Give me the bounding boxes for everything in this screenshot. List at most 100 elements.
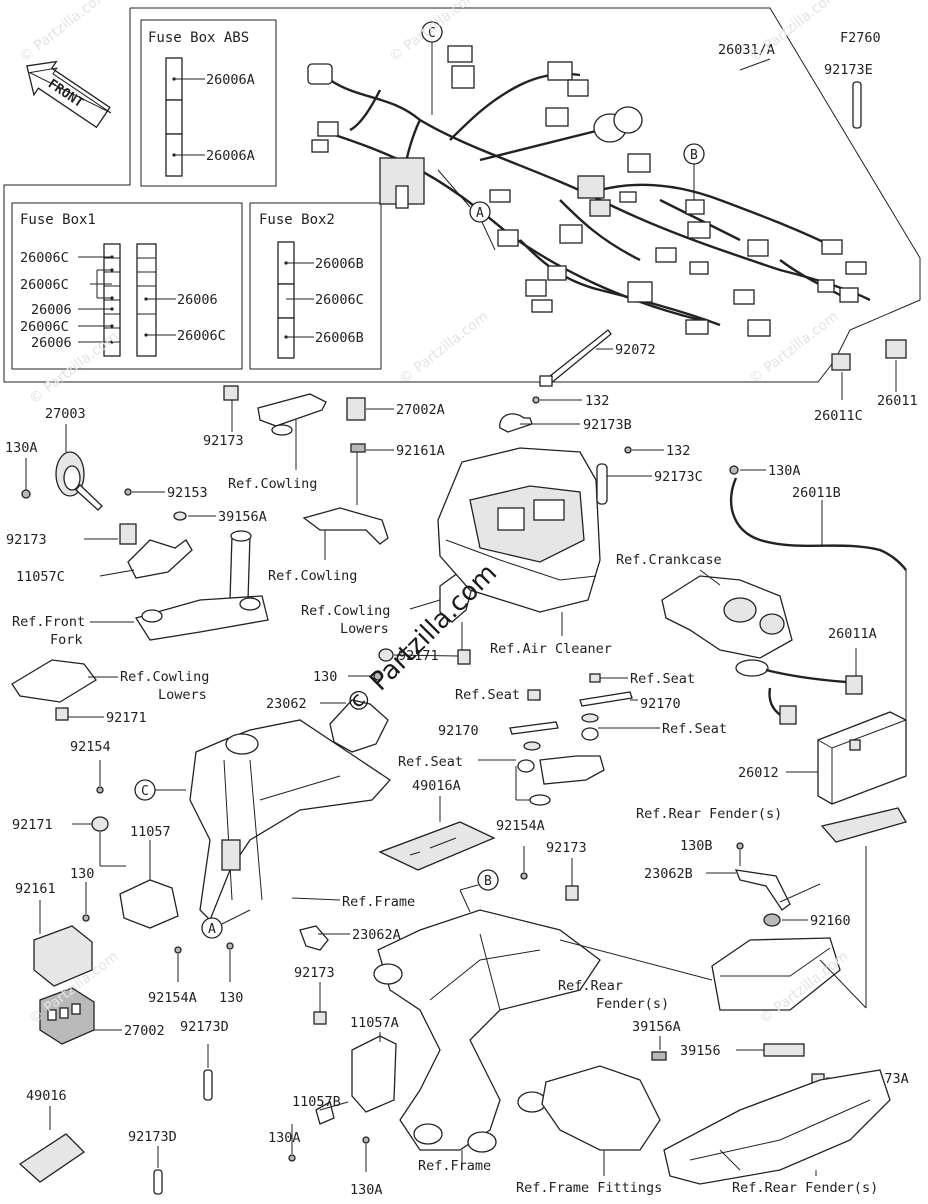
main-harness-drawing	[307, 45, 871, 337]
fuse-2-label-3: 26006B	[315, 330, 364, 346]
strap-92170-2	[509, 721, 559, 735]
ref-frame-2: Ref.Frame	[418, 1158, 491, 1174]
fuse-1-left-label-3: 26006	[31, 302, 72, 318]
fuse-box-1: Fuse Box1 26006C 26006C 26006 26006C 260…	[11, 202, 243, 370]
label-39156a-2: 39156A	[632, 1019, 681, 1035]
fuse-1-left-label-4: 26006C	[20, 319, 69, 335]
label-39156a-1: 39156A	[218, 509, 267, 525]
label-130a-2: 130A	[768, 463, 801, 479]
front-arrow-icon: FRONT	[26, 60, 112, 129]
label-27003: 27003	[45, 406, 86, 422]
svg-text:C: C	[141, 784, 149, 799]
ref-rear-fender-1: Ref.Rear Fender(s)	[636, 806, 782, 822]
label-92173-2: 92173	[203, 433, 244, 449]
callout-a-top: A	[437, 169, 496, 251]
document-49016a	[378, 821, 496, 871]
fuse-box-abs: Fuse Box ABS 26006A 26006A	[140, 19, 277, 187]
label-26012: 26012	[738, 765, 779, 781]
fuse-box-2-title: Fuse Box2	[259, 212, 335, 228]
label-11057b: 11057B	[292, 1094, 341, 1110]
ref-frame-1: Ref.Frame	[342, 894, 415, 910]
ref-air-cleaner: Ref.Air Cleaner	[490, 641, 612, 657]
label-92153: 92153	[167, 485, 208, 501]
label-49016: 49016	[26, 1088, 67, 1104]
label-92072: 92072	[615, 342, 656, 358]
callout-b-lower: B	[459, 869, 499, 913]
fuse-box-2: Fuse Box2 26006B 26006C 26006B	[249, 202, 382, 370]
fuse-box-abs-title: Fuse Box ABS	[148, 30, 249, 46]
svg-text:A: A	[476, 206, 484, 221]
label-11057a: 11057A	[350, 1015, 399, 1031]
label-11057: 11057	[130, 824, 171, 840]
callout-b-top: B	[683, 143, 705, 200]
label-92161: 92161	[15, 881, 56, 897]
diagram-code: F2760	[840, 30, 881, 46]
fuse-2-label-1: 26006B	[315, 256, 364, 272]
label-130-3: 130	[219, 990, 243, 1006]
ref-seat-2: Ref.Seat	[662, 721, 727, 737]
label-130b: 130B	[680, 838, 713, 854]
label-92173-3: 92173	[546, 840, 587, 856]
ref-rear-fender-2a: Ref.Rear	[558, 978, 623, 994]
fuse-26011c-part	[831, 353, 851, 371]
svg-text:B: B	[484, 874, 492, 889]
label-92173b: 92173B	[583, 417, 632, 433]
svg-text:A: A	[208, 922, 216, 937]
label-130a-1: 130A	[5, 440, 38, 456]
battery-pad	[820, 807, 907, 843]
label-23062b: 23062B	[644, 866, 693, 882]
label-132-1: 132	[585, 393, 609, 409]
ref-cowling-lowers-1a: Ref.Cowling	[301, 603, 390, 619]
cowling-bracket-top	[223, 385, 327, 436]
air-cleaner-drawing	[437, 447, 601, 613]
label-130-1: 130	[313, 669, 337, 685]
battery-case	[711, 937, 841, 1011]
cushion-92161a	[350, 443, 366, 453]
fuse-1-left-label-2: 26006C	[20, 277, 69, 293]
svg-text:B: B	[690, 148, 698, 163]
strap-92173d-1	[203, 1069, 213, 1101]
strap-92173e	[852, 81, 862, 129]
ref-rear-fender-2b: Fender(s)	[596, 996, 669, 1012]
fuse-2-label-2: 26006C	[315, 292, 364, 308]
label-26011a: 26011A	[828, 626, 877, 642]
label-92170-2: 92170	[438, 723, 479, 739]
bracket-23062b	[734, 869, 821, 911]
label-23062a: 23062A	[352, 927, 401, 943]
strap-92170-1	[579, 691, 633, 707]
callout-c-lower: C	[134, 779, 186, 801]
strap-92173d-2	[153, 1169, 163, 1195]
label-92154: 92154	[70, 739, 111, 755]
ref-front-fork-2: Fork	[50, 632, 83, 648]
ecu-bracket	[119, 879, 179, 929]
label-92173d-2: 92173D	[128, 1129, 177, 1145]
rear-fender-drawing	[663, 1069, 891, 1185]
label-11057c: 11057C	[16, 569, 65, 585]
label-49016a: 49016A	[412, 778, 461, 794]
label-132-2: 132	[666, 443, 690, 459]
ref-frame-fittings: Ref.Frame Fittings	[516, 1180, 662, 1196]
label-92154a-2: 92154A	[148, 990, 197, 1006]
horn-27003	[55, 451, 103, 511]
label-92173-4: 92173	[294, 965, 335, 981]
battery-26012	[817, 711, 907, 805]
fuse-26011a	[735, 659, 863, 725]
fuse-1-left-label-1: 26006C	[20, 250, 69, 266]
bracket-23062	[329, 699, 389, 753]
tie-92072	[539, 329, 612, 387]
ref-cowling-1: Ref.Cowling	[228, 476, 317, 492]
crankcase-drawing	[661, 575, 793, 659]
strap-92173b	[499, 413, 533, 433]
label-92170-1: 92170	[640, 696, 681, 712]
label-130-2: 130	[70, 866, 94, 882]
cowling-lowers-left	[11, 659, 97, 721]
label-26031a: 26031/A	[718, 42, 775, 58]
label-92154a-1: 92154A	[496, 818, 545, 834]
bracket-11057c	[119, 523, 193, 579]
ref-cowling-lowers-2b: Lowers	[158, 687, 207, 703]
label-92173-1: 92173	[6, 532, 47, 548]
ecu-27002	[39, 987, 95, 1045]
document-49016	[18, 1133, 86, 1183]
relay-bracket	[302, 507, 389, 545]
